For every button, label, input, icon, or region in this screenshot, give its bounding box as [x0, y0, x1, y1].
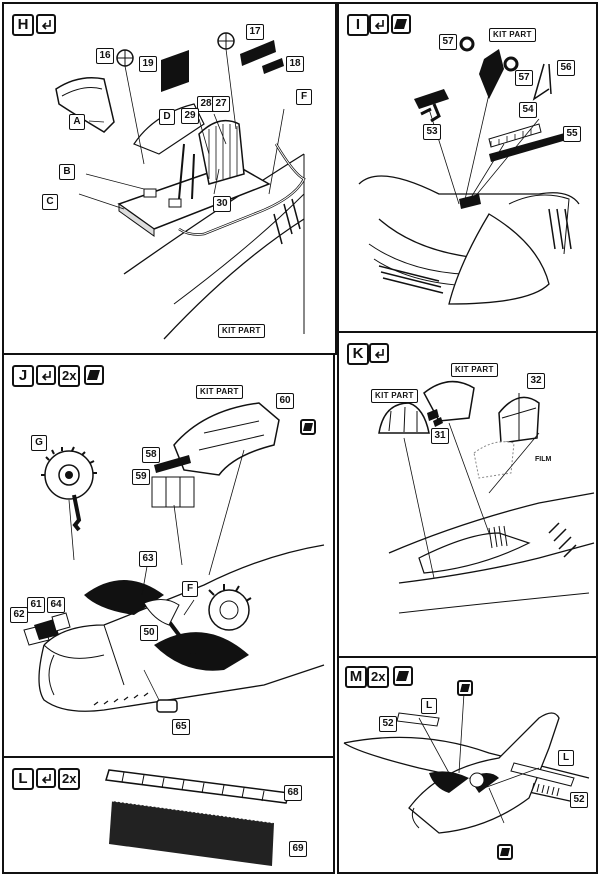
part-58-label: 58: [142, 447, 160, 463]
step-k-panel: K KIT PART KIT PART 32 31 FILM: [337, 331, 598, 658]
step-k-canopy-drawing: [378, 380, 595, 614]
part-52a-label: 52: [379, 716, 397, 732]
step-k-badge: K: [347, 343, 369, 365]
part-29-label: 29: [181, 108, 199, 124]
step-i-badge: I: [347, 14, 369, 36]
part-19-label: 19: [139, 56, 157, 72]
quantity-multiplier: 2x: [367, 666, 390, 688]
part-53-label: 53: [423, 124, 441, 140]
part-63-label: 63: [139, 551, 157, 567]
step-h-panel: H 16 19 17 18 28 27 29 30 A B C D F KIT …: [2, 2, 337, 355]
kit-part-label: KIT PART: [489, 28, 536, 42]
ref-f-label: F: [182, 581, 198, 597]
part-52b-label: 52: [570, 792, 588, 808]
part-60-label: 60: [276, 393, 294, 409]
glue-arrow-icon: [36, 365, 56, 385]
step-i-panel: I KIT PART 57 57 56 54 53 55: [337, 2, 598, 333]
part-59-label: 59: [132, 469, 150, 485]
ref-d-label: D: [159, 109, 175, 125]
part-18-label: 18: [286, 56, 304, 72]
part-32-label: 32: [527, 373, 545, 389]
step-l-flap-drawing: [105, 769, 290, 866]
part-16-label: 16: [96, 48, 114, 64]
ref-c-label: C: [42, 194, 58, 210]
paint-sheet-icon: [393, 666, 413, 686]
step-j-badge: J: [12, 365, 34, 387]
step-i-wing-drawing: [358, 36, 580, 305]
glue-arrow-icon: [36, 768, 56, 788]
part-28-label: 28: [197, 96, 215, 112]
part-31-label: 31: [431, 428, 449, 444]
paint-sheet-icon: [391, 14, 411, 34]
paint-sheet-icon: [84, 365, 104, 385]
ref-g-label: G: [31, 435, 47, 451]
part-64-label: 64: [47, 597, 65, 613]
part-56-label: 56: [557, 60, 575, 76]
part-55-label: 55: [563, 126, 581, 142]
glue-arrow-icon: [369, 14, 389, 34]
step-h-badge: H: [12, 14, 34, 36]
step-j-nose-drawing: [23, 402, 325, 713]
part-27-label: 27: [212, 96, 230, 112]
part-50-label: 50: [140, 625, 158, 641]
part-17-label: 17: [246, 24, 264, 40]
ref-b-label: B: [59, 164, 75, 180]
part-30-label: 30: [213, 196, 231, 212]
part-57a-label: 57: [439, 34, 457, 50]
step-m-panel: M 2x L L 52 52: [337, 656, 598, 874]
paint-sheet-icon: [300, 419, 316, 435]
part-65-label: 65: [172, 719, 190, 735]
step-l-panel: L 2x 68 69: [2, 756, 335, 874]
part-57b-label: 57: [515, 70, 533, 86]
part-61-label: 61: [27, 597, 45, 613]
kit-part-label-2: KIT PART: [451, 363, 498, 377]
film-label: FILM: [535, 456, 552, 463]
kit-part-label: KIT PART: [196, 385, 243, 399]
glue-arrow-icon: [369, 343, 389, 363]
quantity-multiplier: 2x: [58, 768, 81, 790]
kit-part-label-1: KIT PART: [371, 389, 418, 403]
part-69-label: 69: [289, 841, 307, 857]
part-54-label: 54: [519, 102, 537, 118]
step-m-wing-drawing: [343, 692, 590, 834]
paint-sheet-icon: [497, 844, 513, 860]
ref-l-label-1: L: [421, 698, 437, 714]
step-m-badge: M: [345, 666, 367, 688]
paint-sheet-icon: [457, 680, 473, 696]
quantity-multiplier: 2x: [58, 365, 81, 387]
ref-f-label: F: [296, 89, 312, 105]
ref-a-label: A: [69, 114, 85, 130]
part-68-label: 68: [284, 785, 302, 801]
step-j-panel: J 2x KIT PART 60 58 59 63 64 61 62 50 65…: [2, 353, 335, 758]
part-62-label: 62: [10, 607, 28, 623]
ref-l-label-2: L: [558, 750, 574, 766]
kit-part-label: KIT PART: [218, 324, 265, 338]
step-l-badge: L: [12, 768, 34, 790]
glue-arrow-icon: [36, 14, 56, 34]
